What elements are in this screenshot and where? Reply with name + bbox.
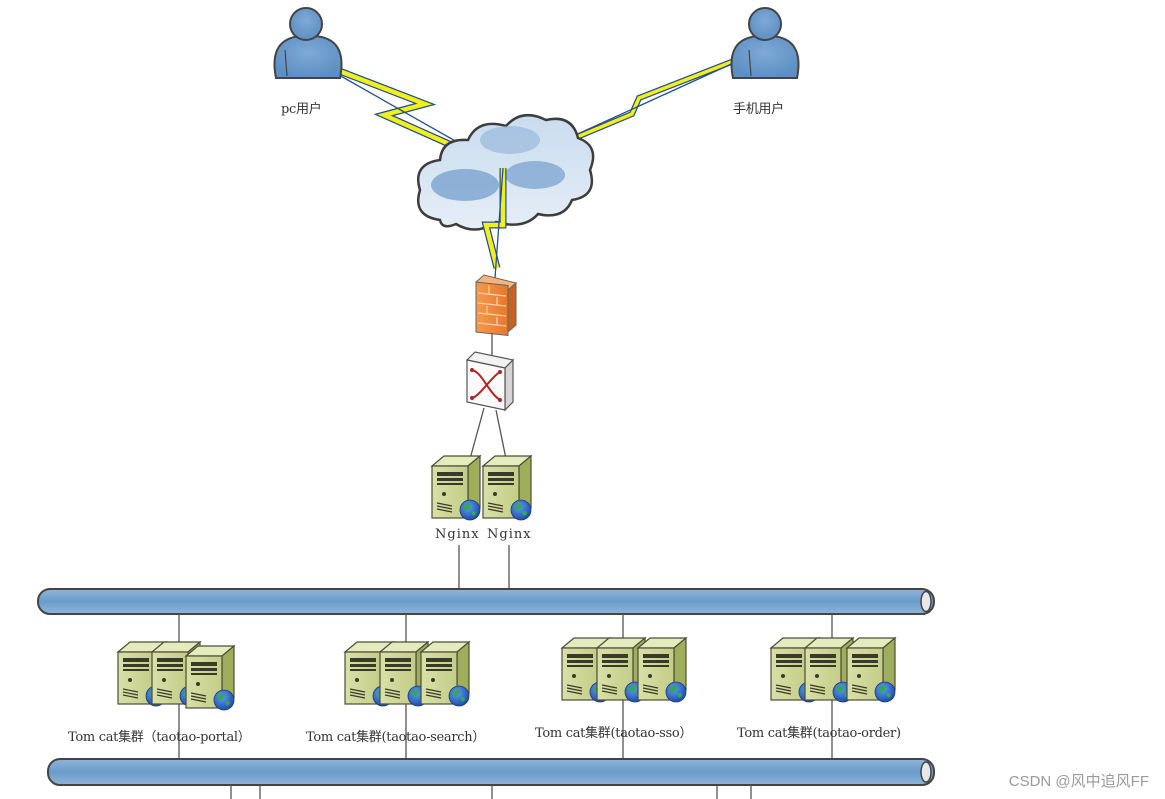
tomcat-cluster-search-label: Tom cat集群(taotao-search） xyxy=(306,730,486,745)
mobile-user-icon xyxy=(730,7,800,79)
link-nginx-to-bus xyxy=(458,545,510,589)
pc-user-label: pc用户 xyxy=(281,102,322,117)
link-cloud-to-firewall xyxy=(481,167,507,279)
tomcat-cluster-portal-icon xyxy=(117,641,235,711)
pc-user-icon xyxy=(273,7,343,79)
lower-bus-links xyxy=(230,785,752,799)
nginx-server-1-icon xyxy=(431,455,481,521)
firewall-icon xyxy=(474,274,518,336)
nginx-server-2-icon xyxy=(482,455,532,521)
switch-icon xyxy=(465,351,515,412)
mobile-user-label: 手机用户 xyxy=(733,102,784,117)
tomcat-cluster-sso-icon xyxy=(561,637,687,703)
tomcat-cluster-order-label: Tom cat集群(taotao-order) xyxy=(737,726,901,741)
lower-bus xyxy=(47,758,935,786)
watermark: CSDN @风中追风FF xyxy=(1008,773,1149,790)
tomcat-cluster-sso-label: Tom cat集群(taotao-sso） xyxy=(535,726,693,741)
internet-cloud-icon xyxy=(417,113,595,231)
tomcat-cluster-order-icon xyxy=(770,637,896,703)
tomcat-cluster-search-icon xyxy=(344,641,470,707)
nginx-1-label: Nginx xyxy=(435,527,480,542)
upper-bus xyxy=(37,588,935,615)
cluster-bus-links xyxy=(178,614,833,759)
nginx-2-label: Nginx xyxy=(487,527,532,542)
tomcat-cluster-portal-label: Tom cat集群（taotao-portal） xyxy=(68,730,251,745)
